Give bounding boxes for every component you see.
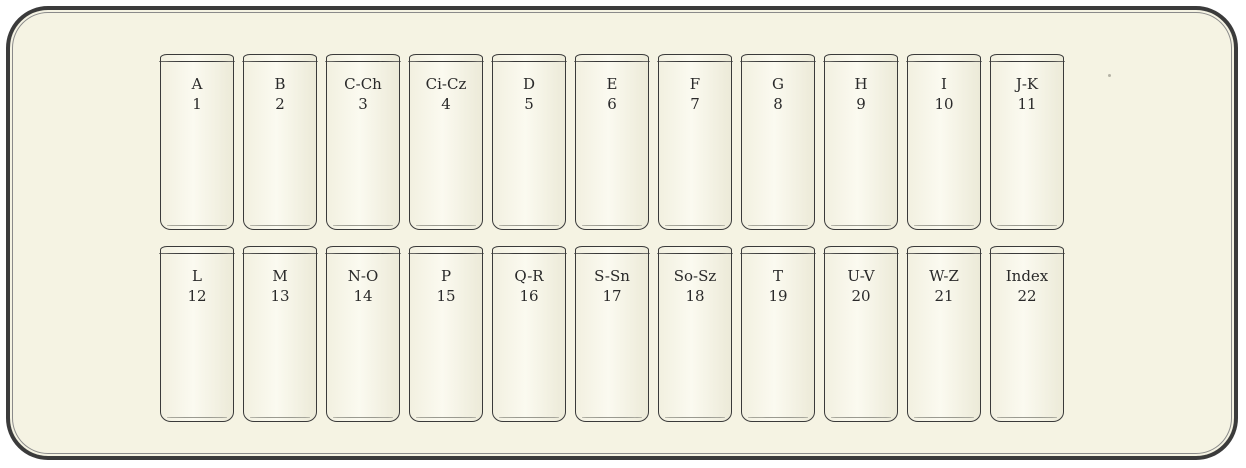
volume-number: 3 — [327, 95, 399, 113]
volume-number: 2 — [244, 95, 316, 113]
volume-letters: W-Z — [908, 267, 980, 285]
volume-letters: P — [410, 267, 482, 285]
volume-number: 19 — [742, 287, 814, 305]
volume: J-K 11 — [990, 54, 1064, 230]
volume-letters: F — [659, 75, 731, 93]
volume: N-O 14 — [326, 246, 400, 422]
volume-number: 9 — [825, 95, 897, 113]
volume: L 12 — [160, 246, 234, 422]
volume: Ci-Cz 4 — [409, 54, 483, 230]
volume-letters: Q-R — [493, 267, 565, 285]
volume-letters: Ci-Cz — [410, 75, 482, 93]
volume-letters: D — [493, 75, 565, 93]
volume-number: 4 — [410, 95, 482, 113]
volume: S-Sn 17 — [575, 246, 649, 422]
bottom-shelf-row: L 12 M 13 N-O 14 P 15 Q-R 16 S-Sn 17 So-Sz 18 T… — [160, 246, 1160, 422]
volume-letters: H — [825, 75, 897, 93]
volume-number: 7 — [659, 95, 731, 113]
volume-number: 8 — [742, 95, 814, 113]
volume-letters: L — [161, 267, 233, 285]
volume: I 10 — [907, 54, 981, 230]
volume-number: 14 — [327, 287, 399, 305]
volume-number: 6 — [576, 95, 648, 113]
volume-number: 12 — [161, 287, 233, 305]
volume: So-Sz 18 — [658, 246, 732, 422]
volume: Index 22 — [990, 246, 1064, 422]
volume-number: 1 — [161, 95, 233, 113]
volume-letters: I — [908, 75, 980, 93]
volume: U-V 20 — [824, 246, 898, 422]
volume-number: 22 — [991, 287, 1063, 305]
volume-letters: T — [742, 267, 814, 285]
volume-number: 10 — [908, 95, 980, 113]
volume-number: 18 — [659, 287, 731, 305]
volume-letters: M — [244, 267, 316, 285]
volume-number: 5 — [493, 95, 565, 113]
volume-number: 15 — [410, 287, 482, 305]
volume-letters: S-Sn — [576, 267, 648, 285]
volume: T 19 — [741, 246, 815, 422]
volume: C-Ch 3 — [326, 54, 400, 230]
volume: W-Z 21 — [907, 246, 981, 422]
volume-letters: B — [244, 75, 316, 93]
volume-letters: N-O — [327, 267, 399, 285]
volume-number: 11 — [991, 95, 1063, 113]
volume-number: 21 — [908, 287, 980, 305]
volume-letters: E — [576, 75, 648, 93]
volume: P 15 — [409, 246, 483, 422]
volume-letters: Index — [991, 267, 1063, 285]
volume-number: 16 — [493, 287, 565, 305]
volume-letters: U-V — [825, 267, 897, 285]
volume: M 13 — [243, 246, 317, 422]
volume-number: 17 — [576, 287, 648, 305]
volume-letters: So-Sz — [659, 267, 731, 285]
volume: Q-R 16 — [492, 246, 566, 422]
volume-letters: J-K — [991, 75, 1063, 93]
volume-letters: C-Ch — [327, 75, 399, 93]
volume-number: 20 — [825, 287, 897, 305]
volume-letters: G — [742, 75, 814, 93]
volume-letters: A — [161, 75, 233, 93]
volume-number: 13 — [244, 287, 316, 305]
